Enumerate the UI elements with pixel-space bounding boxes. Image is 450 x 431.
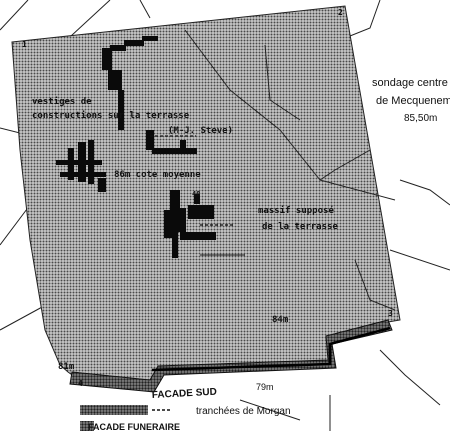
facade-sud-label: FACADE SUD: [152, 387, 218, 401]
massif-label-line1: massif supposé: [258, 205, 334, 216]
corner-marker-tr: 2: [338, 8, 343, 17]
terrace-area: [11, 5, 401, 389]
legend: tranchées de Morgan FACADE FUNERAIRE: [80, 405, 291, 431]
inner-lines: [184, 29, 396, 311]
dimension-79-label: 79m: [256, 382, 274, 392]
small-label-48: 48: [192, 190, 200, 198]
legend-trench-swatch: [80, 405, 148, 415]
corner-marker-tl: 1: [22, 40, 27, 49]
corner-marker-bl: 4: [78, 379, 83, 388]
sondage-label-line2: de Mecquenem: [376, 95, 450, 107]
legend-facade-label: FACADE FUNERAIRE: [88, 422, 180, 431]
massif-label-line2: de la terrasse: [262, 222, 338, 232]
facade-band: [69, 319, 393, 393]
cote-moyenne-label: 86m cote moyenne: [114, 170, 201, 180]
corner-marker-br: 3: [388, 309, 393, 318]
trench-lines: [150, 135, 235, 226]
sondage-elevation: 85,50m: [404, 113, 437, 124]
elevation-84-label: 84m: [272, 315, 289, 325]
vestiges-label-line2: constructions sur la terrasse: [32, 110, 190, 121]
sondage-label-line1: sondage centre: [372, 77, 448, 89]
vestiges-label-line3: (M-J. Steve): [168, 126, 233, 136]
legend-facade-swatch: [80, 421, 94, 431]
elevation-81-label: 81m: [58, 362, 75, 372]
construction-remains: [56, 36, 216, 258]
legend-trench-label: tranchées de Morgan: [196, 406, 291, 417]
vestiges-label-line1: vestiges de: [32, 96, 92, 107]
facade-bold-line: [151, 326, 391, 372]
